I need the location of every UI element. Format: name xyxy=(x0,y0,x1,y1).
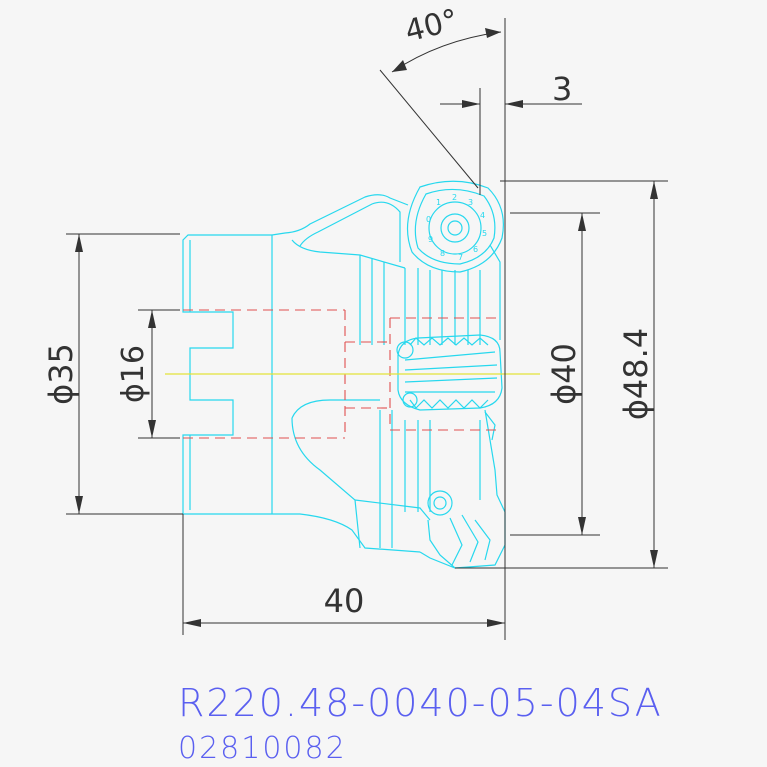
inner-diameter-label: ϕ40 xyxy=(545,343,583,405)
svg-text:3: 3 xyxy=(468,198,473,207)
svg-text:6: 6 xyxy=(473,245,478,254)
order-code-label: 02810082 xyxy=(178,731,347,766)
svg-text:4: 4 xyxy=(480,211,485,220)
svg-text:7: 7 xyxy=(458,253,463,262)
svg-text:8: 8 xyxy=(440,249,445,258)
offset-dimension-label: 3 xyxy=(552,70,572,108)
middle-insert-cluster xyxy=(396,334,503,441)
svg-text:2: 2 xyxy=(452,193,457,202)
cutting-insert: 1 2 3 4 5 6 7 8 9 0 xyxy=(406,180,504,273)
part-number-label: R220.48-0040-05-04SA xyxy=(178,681,663,725)
insert-index-marks: 1 2 3 4 5 6 7 8 9 0 xyxy=(426,193,487,262)
body-diameter-label: ϕ35 xyxy=(42,343,80,405)
dimension-lines xyxy=(66,18,668,640)
outer-diameter-label: ϕ48.4 xyxy=(617,328,655,420)
svg-text:0: 0 xyxy=(426,215,431,224)
svg-text:5: 5 xyxy=(482,229,487,238)
svg-text:1: 1 xyxy=(436,198,441,207)
bore-diameter-label: ϕ16 xyxy=(116,345,151,403)
cutter-body-outline xyxy=(182,194,506,569)
length-dimension-label: 40 xyxy=(324,582,365,620)
svg-text:9: 9 xyxy=(428,235,433,244)
dimension-arrowheads xyxy=(75,28,658,627)
